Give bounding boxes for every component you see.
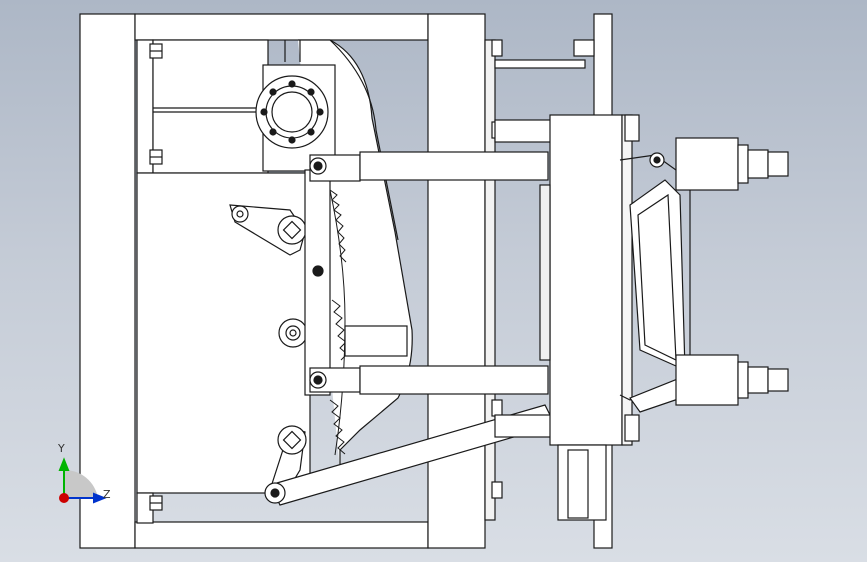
pivot-boss: [278, 318, 308, 348]
gear-sector: [329, 189, 408, 456]
triad-z-label: Z: [103, 488, 111, 501]
vertical-link: [304, 169, 331, 396]
cylinder-upper: [675, 137, 789, 191]
bottom-cross-beam: [134, 521, 429, 549]
right-frame-post: [427, 13, 496, 549]
crank-arm-upper: [229, 204, 307, 256]
top-cross-beam: [134, 13, 429, 41]
motor-flange: [255, 64, 336, 172]
coordinate-triad-icon: [58, 457, 107, 504]
guide-rod-upper: [309, 151, 549, 182]
left-frame-post: [79, 13, 136, 549]
triad-y-label: Y: [58, 442, 65, 455]
cylinder-lower: [675, 354, 789, 406]
moving-platen: [539, 114, 640, 521]
housing-bolts: [149, 43, 163, 511]
guide-rod-lower: [309, 365, 549, 395]
